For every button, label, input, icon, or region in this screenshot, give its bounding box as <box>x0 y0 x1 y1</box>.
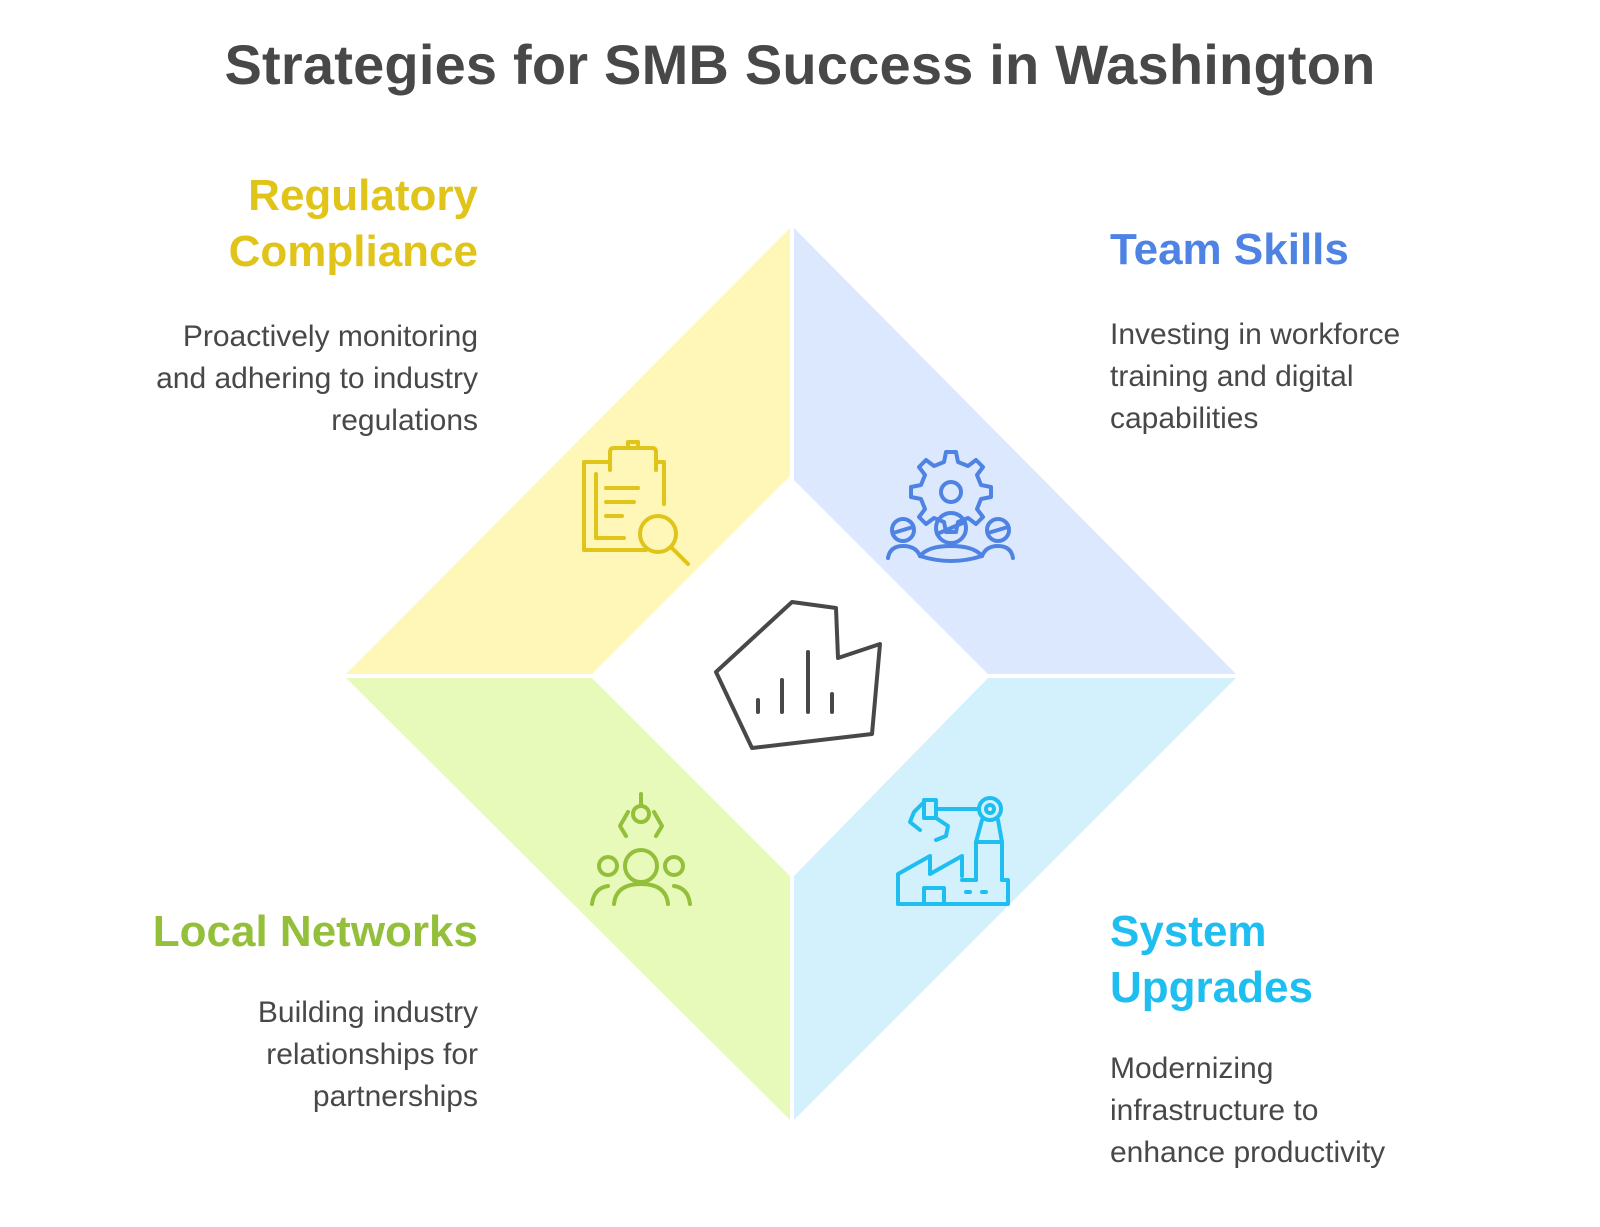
title-line: Team Skills <box>1110 225 1349 274</box>
page-title: Strategies for SMB Success in Washington <box>224 33 1376 96</box>
desc-line: Modernizing <box>1110 1052 1274 1085</box>
item-description: Building industry relationships for part… <box>38 992 478 1118</box>
quadrant-team <box>794 228 1236 674</box>
item-title: System Upgrades <box>1110 904 1570 1016</box>
desc-line: relationships for <box>266 1038 478 1071</box>
desc-line: infrastructure to <box>1110 1094 1319 1127</box>
item-description: Proactively monitoring and adhering to i… <box>38 316 478 442</box>
title-line: Regulatory <box>248 171 478 220</box>
quadrant-system <box>794 678 1236 1120</box>
item-title: Regulatory Compliance <box>38 168 478 280</box>
item-system: System Upgrades Modernizing infrastructu… <box>1110 904 1570 1174</box>
quadrant-local <box>346 678 790 1120</box>
desc-line: regulations <box>331 404 478 437</box>
item-description: Investing in workforce training and digi… <box>1110 314 1570 440</box>
item-title: Team Skills <box>1110 222 1570 278</box>
item-description: Modernizing infrastructure to enhance pr… <box>1110 1048 1570 1174</box>
factory-robot-arm-icon <box>896 796 1010 906</box>
item-team: Team Skills Investing in workforce train… <box>1110 222 1570 440</box>
desc-line: and adhering to industry <box>156 362 478 395</box>
team-gear-icon <box>886 450 1015 563</box>
clipboard-search-icon <box>582 440 690 566</box>
title-line: Local Networks <box>152 907 478 956</box>
desc-line: Investing in workforce <box>1110 318 1401 351</box>
desc-line: partnerships <box>312 1080 478 1113</box>
item-regulatory: Regulatory Compliance Proactively monito… <box>38 168 478 442</box>
item-title: Local Networks <box>38 904 478 960</box>
title-line: Upgrades <box>1110 963 1313 1012</box>
desc-line: capabilities <box>1110 402 1259 435</box>
desc-line: enhance productivity <box>1110 1136 1386 1169</box>
desc-line: training and digital <box>1110 360 1354 393</box>
desc-line: Proactively monitoring <box>182 320 478 353</box>
title-line: System <box>1110 907 1267 956</box>
item-local: Local Networks Building industry relatio… <box>38 904 478 1118</box>
title-line: Compliance <box>228 227 478 276</box>
quadrant-regulatory <box>346 228 790 674</box>
washington-state-chart-icon <box>714 600 882 750</box>
desc-line: Building industry <box>257 996 478 1029</box>
people-network-icon <box>590 792 692 906</box>
